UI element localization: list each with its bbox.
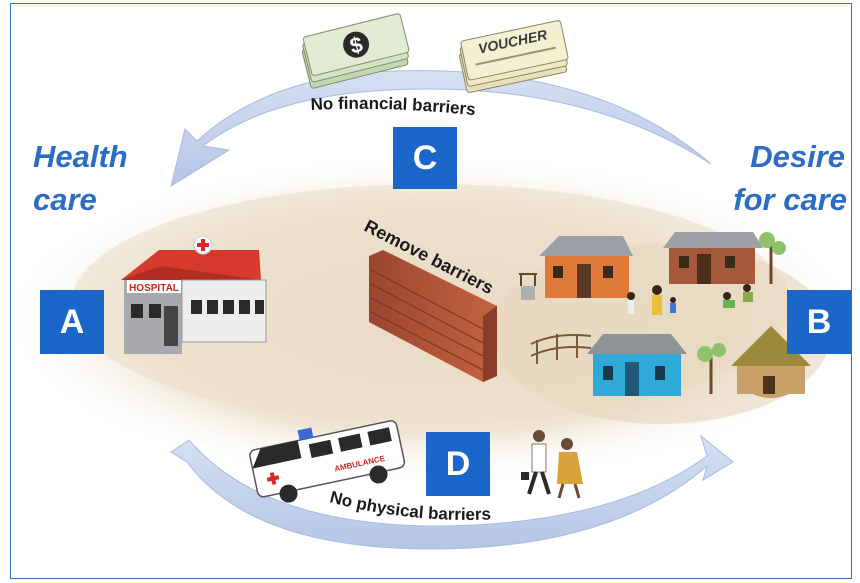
health-care-label-line1: Health	[33, 139, 128, 174]
voucher-illustration: VOUCHER	[459, 20, 569, 93]
hospital-sign-text: HOSPITAL	[129, 283, 179, 294]
box-b: B	[787, 290, 851, 354]
ambulance-illustration: AMBULANCE	[249, 420, 406, 503]
top-arrow-text: No financial barriers	[310, 94, 476, 119]
hospital-building: HOSPITAL	[121, 235, 267, 354]
box-d: D	[426, 432, 490, 496]
money-stack-illustration: $	[301, 13, 410, 89]
illustration: No financial barriers No physical barrie…	[11, 13, 851, 550]
desire-for-care-label-line1: Desire	[750, 139, 845, 174]
village-illustration	[519, 232, 811, 398]
box-c: C	[393, 127, 457, 189]
health-care-label-line2: care	[33, 182, 97, 217]
walking-people-illustration	[521, 430, 583, 499]
box-a: A	[40, 290, 104, 354]
diagram-frame: Health care Desire for care	[10, 3, 852, 579]
dollar-sign: $	[347, 32, 365, 59]
